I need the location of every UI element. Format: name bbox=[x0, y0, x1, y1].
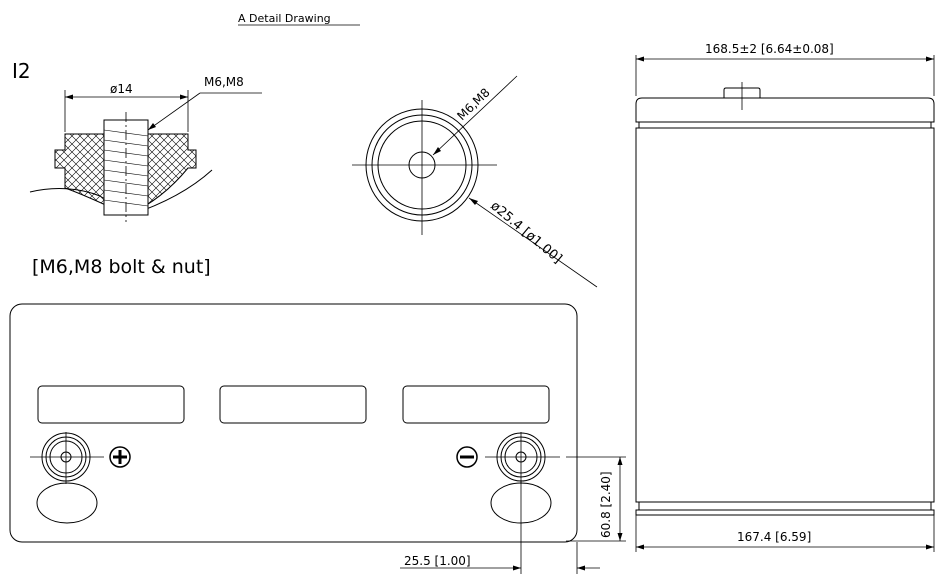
cell-window-1 bbox=[37, 385, 185, 424]
cell-window-2 bbox=[219, 385, 367, 424]
bolt-nut-section-detail: ø14 M6,M8 bbox=[29, 75, 262, 222]
svg-text:A Detail Drawing: A Detail Drawing bbox=[238, 12, 331, 25]
battery-side-view: 168.5±2 [6.64±0.08] 167.4 [6.59] bbox=[635, 42, 935, 552]
positive-terminal-icon bbox=[30, 432, 104, 484]
side-top-width-label: 168.5±2 [6.64±0.08] bbox=[705, 42, 834, 56]
height-dimension: 60.8 [2.40] bbox=[566, 456, 626, 542]
drawing-title: A Detail Drawing bbox=[238, 12, 360, 26]
offset-dimension-label: 25.5 [1.00] bbox=[404, 554, 471, 568]
positive-symbol-icon bbox=[109, 446, 131, 468]
vent-ellipse-left bbox=[36, 482, 98, 524]
side-bottom-width-label: 167.4 [6.59] bbox=[737, 530, 811, 544]
terminal-top-view-detail: M6,M8 ø25.4 [ø1.00] bbox=[352, 75, 598, 288]
negative-terminal-icon bbox=[485, 432, 560, 484]
terminal-code: I2 bbox=[12, 59, 31, 83]
cell-window-3 bbox=[402, 385, 550, 424]
battery-front-view bbox=[9, 303, 578, 543]
side-diameter-label: ø14 bbox=[110, 82, 133, 96]
height-dimension-label: 60.8 [2.40] bbox=[599, 471, 613, 538]
negative-symbol-icon bbox=[456, 446, 478, 468]
offset-dimension: 25.5 [1.00] bbox=[400, 480, 600, 574]
top-diameter-label: ø25.4 [ø1.00] bbox=[487, 199, 564, 267]
side-thread-label: M6,M8 bbox=[204, 75, 244, 89]
terminal-caption: [M6,M8 bolt & nut] bbox=[32, 256, 211, 278]
